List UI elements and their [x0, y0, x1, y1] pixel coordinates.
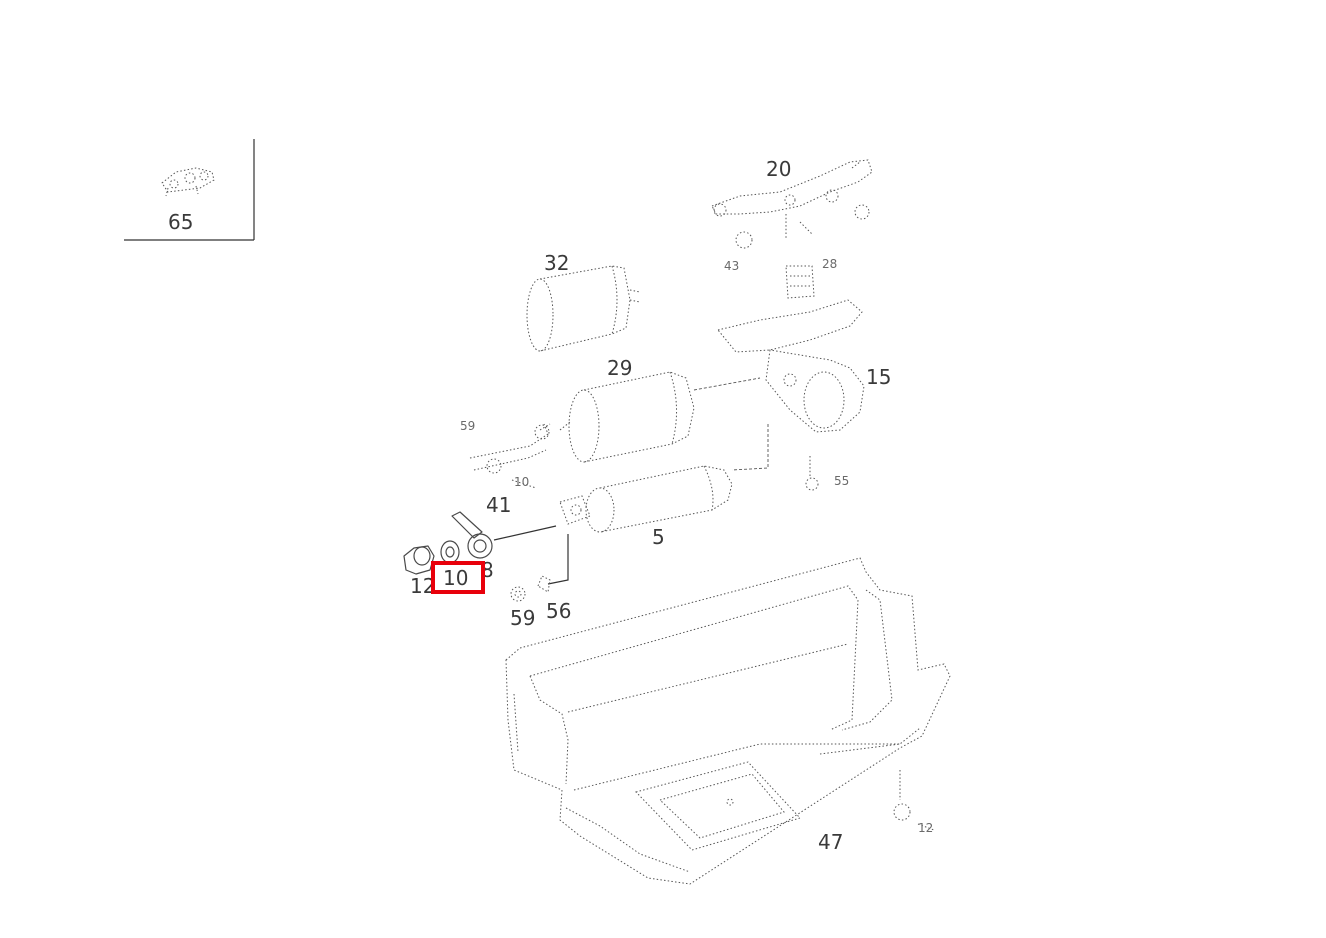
leader-line-8-5 — [493, 525, 557, 541]
leader-line-56 — [547, 534, 569, 585]
label-20[interactable]: 20 — [766, 157, 791, 181]
label-56[interactable]: 56 — [546, 599, 571, 623]
faint-label-55: 55 — [834, 474, 849, 488]
label-10-background — [435, 565, 481, 590]
part-5-drawing[interactable] — [559, 465, 733, 533]
label-29[interactable]: 29 — [607, 356, 632, 380]
part-drain-plug-drawing[interactable] — [893, 770, 935, 831]
label-5[interactable]: 5 — [652, 525, 665, 549]
inset-panel: 65 — [124, 139, 255, 241]
part-12-drawing[interactable] — [403, 545, 435, 575]
part-10-drawing[interactable] — [440, 540, 460, 564]
part-32-drawing[interactable] — [526, 265, 641, 352]
label-59[interactable]: 59 — [510, 606, 535, 630]
leader-line-15-5 — [731, 424, 769, 471]
part-56-drawing[interactable] — [537, 575, 551, 593]
label-65[interactable]: 65 — [168, 210, 193, 234]
part-20-drawing[interactable] — [711, 159, 873, 299]
faint-label-43: 43 — [724, 259, 739, 273]
label-15[interactable]: 15 — [866, 365, 891, 389]
part-29-drawing[interactable] — [539, 371, 695, 463]
faint-label-59: 59 — [460, 419, 475, 433]
label-41[interactable]: 41 — [486, 493, 511, 517]
part-41-drawing[interactable] — [469, 423, 550, 489]
part-15-drawing[interactable] — [693, 299, 865, 433]
part-55-drawing[interactable] — [805, 456, 819, 491]
faint-label-28: 28 — [822, 257, 837, 271]
faint-label-10-upper: 10 — [514, 475, 529, 489]
part-47-drawing[interactable] — [505, 557, 951, 885]
faint-label-12-lower: 12 — [918, 821, 933, 835]
part-8-drawing[interactable] — [451, 511, 493, 559]
label-47[interactable]: 47 — [818, 830, 843, 854]
label-32[interactable]: 32 — [544, 251, 569, 275]
label-10[interactable]: 10 — [443, 566, 468, 590]
highlight-box-10 — [431, 561, 485, 594]
inset-part-65-drawing[interactable] — [161, 167, 215, 197]
part-59-drawing[interactable] — [510, 586, 526, 602]
